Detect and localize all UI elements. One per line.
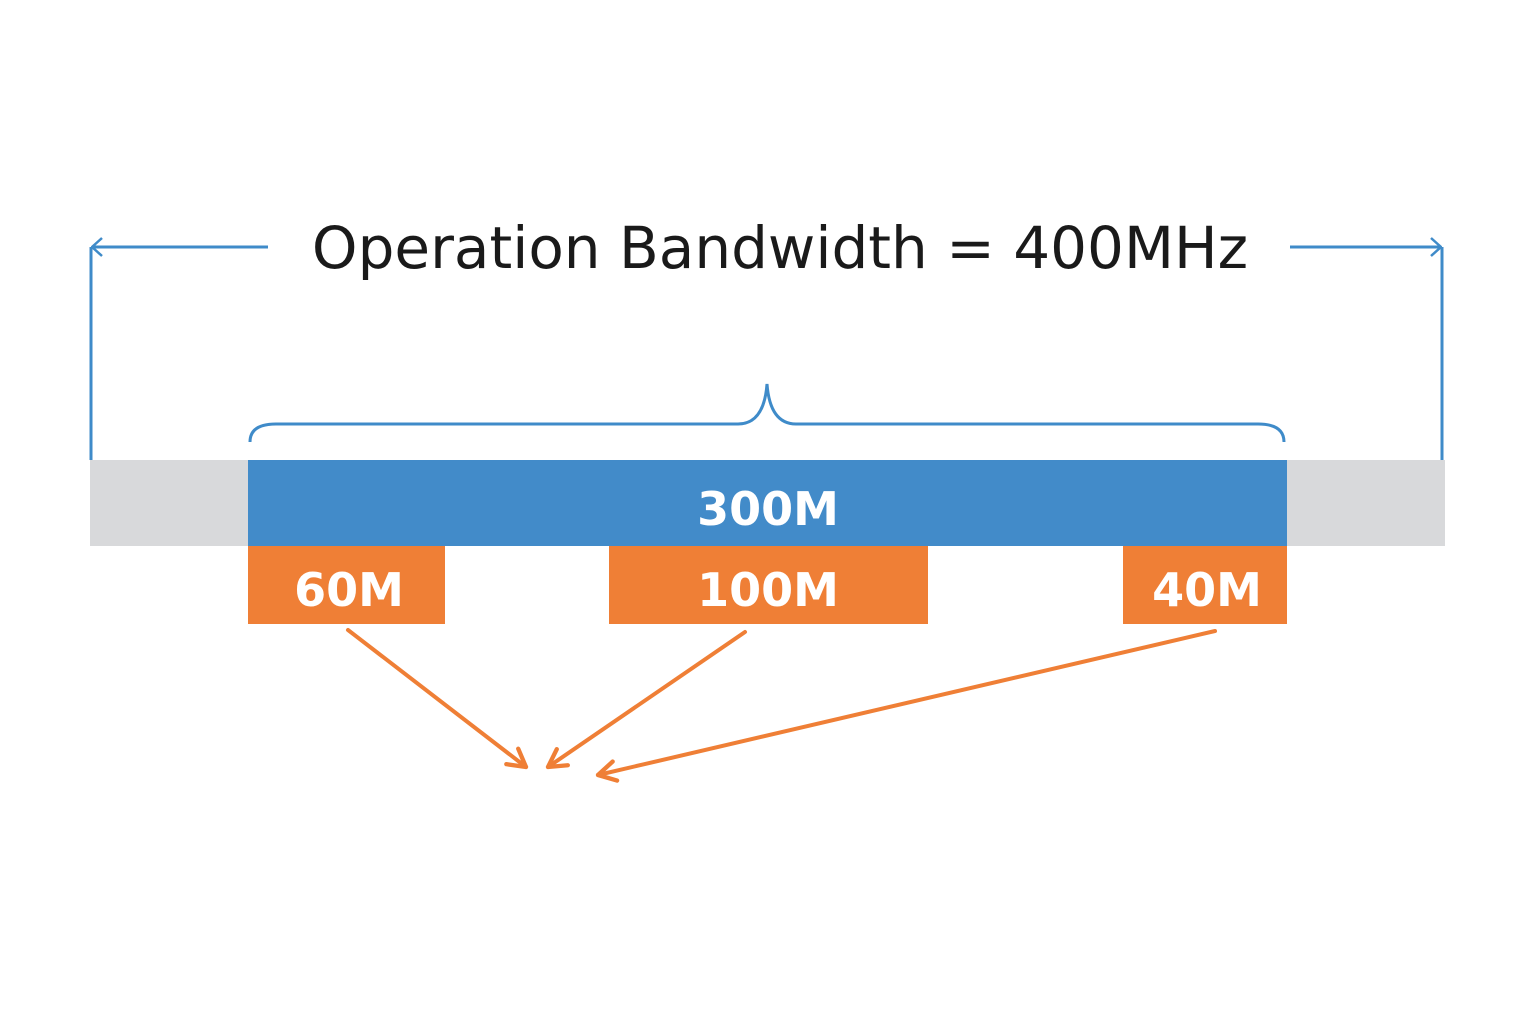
- sub-band-40m: [1123, 546, 1287, 624]
- sub-band-60m-label: 60M: [294, 563, 404, 617]
- guard-band-right: [1287, 460, 1445, 546]
- arrow-from-60m: [346, 628, 529, 770]
- diagram-title: Operation Bandwidth = 400MHz: [312, 214, 1248, 282]
- arrow-from-100m: [545, 630, 747, 770]
- aggregation-arrows: [346, 628, 1217, 783]
- sub-band-60m: [248, 546, 445, 624]
- sub-band-100m: [609, 546, 928, 624]
- sub-band-100m-label: 100M: [697, 563, 839, 617]
- arrow-from-40m: [595, 629, 1217, 783]
- main-band-brace: [248, 383, 1286, 443]
- main-band-label: 300M: [697, 482, 839, 536]
- operation-bandwidth-bracket: [89, 247, 1444, 460]
- main-band-bar: [248, 460, 1287, 546]
- sub-band-40m-label: 40M: [1152, 563, 1262, 617]
- guard-band-left: [90, 460, 248, 546]
